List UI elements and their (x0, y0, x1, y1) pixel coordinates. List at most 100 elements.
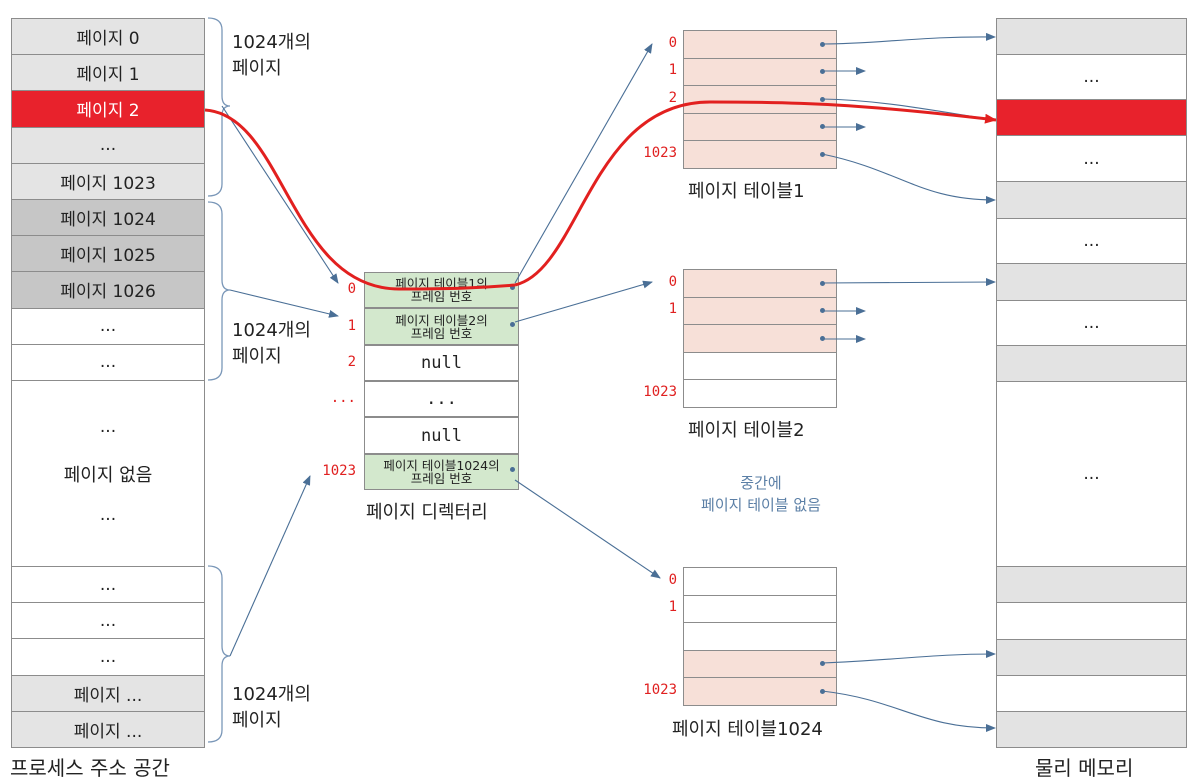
physical-memory-title: 물리 메모리 (1035, 756, 1134, 780)
page-directory-row-label: 페이지 테이블1024의 프레임 번호 (383, 458, 500, 486)
red-path-page2-to-dir0 (204, 108, 516, 291)
arrow-pt1024-3 (821, 650, 996, 664)
address-space-row-label: 페이지 ... (73, 685, 143, 706)
middle-note: 중간에 페이지 테이블 없음 (701, 474, 821, 514)
physical-frame (996, 345, 1187, 382)
group-label-1: 1024개의 페이지 (232, 32, 311, 79)
page-directory-index: 2 (347, 354, 356, 370)
group-label-3: 1024개의 페이지 (232, 684, 311, 731)
page-table-index: 1023 (643, 144, 677, 161)
page-directory-row-label: 페이지 테이블2의 프레임 번호 (395, 312, 488, 341)
page-table-index: 0 (668, 273, 677, 290)
address-space-row-label: ... (99, 646, 117, 667)
physical-frame: ... (996, 218, 1187, 264)
address-space-row: 페이지 1025 (11, 235, 205, 273)
page-table-index: 1023 (643, 383, 677, 400)
physical-frame-label: ... (1083, 67, 1100, 87)
physical-frame-label: ... (1083, 231, 1100, 251)
address-space-row: 페이지 1026 (11, 271, 205, 309)
page-table-index: 1 (668, 599, 677, 616)
physical-frame (996, 181, 1187, 219)
address-space-row-label: 페이지 1026 (60, 282, 156, 303)
page-table-entry (683, 594, 837, 623)
address-space-row-label: ... (99, 316, 117, 337)
physical-frame-label: ... (1083, 148, 1100, 169)
brace-2 (207, 201, 231, 381)
physical-frame (996, 602, 1187, 640)
page-table-entry (683, 57, 837, 86)
page-table-1024-title: 페이지 테이블1024 (672, 719, 823, 740)
address-space-row: 페이지 2 (11, 90, 205, 128)
page-table-entry (683, 324, 837, 353)
physical-frame (996, 18, 1187, 55)
address-space-title: 프로세스 주소 공간 (10, 756, 170, 780)
physical-frame-label: ... (1083, 313, 1100, 333)
address-space-row: 페이지 ... (11, 710, 205, 748)
mapping-arrows (221, 32, 996, 732)
address-space-row: ... (11, 638, 205, 676)
translation-path (204, 100, 997, 291)
address-space-row: ... (11, 602, 205, 640)
group-label-2: 1024개의 페이지 (232, 320, 311, 367)
physical-frame (996, 675, 1187, 712)
address-space-row-label: 페이지 1024 (60, 210, 156, 231)
pointer-dot (820, 335, 825, 341)
address-space-row-label: ... (99, 135, 117, 156)
page-table-entry (683, 677, 837, 706)
page-directory-row: 페이지 테이블1024의 프레임 번호 (364, 454, 519, 490)
address-space-row: 페이지 1023 (11, 162, 205, 200)
pointer-dot (820, 661, 825, 667)
page-directory-row: null (364, 417, 519, 454)
address-space-row: ... (11, 343, 205, 381)
page-table-entry (683, 622, 837, 651)
pointer-dot (510, 285, 515, 290)
arrow-dir1023-to-pt1024 (514, 479, 661, 579)
page-directory-index: 0 (347, 281, 356, 297)
address-space-row-label: 페이지 0 (76, 29, 140, 50)
page-table-2-title: 페이지 테이블2 (688, 420, 805, 441)
address-space-row: 페이지 ... (11, 674, 205, 712)
arrow-group3-to-dir1023 (229, 475, 311, 657)
red-path-dir0-to-pt1-2 (514, 100, 997, 287)
arrow-pt1024-1023 (821, 690, 996, 732)
brace-group (207, 17, 231, 743)
address-space-row-label: 페이지 ... (73, 721, 143, 742)
physical-frame (996, 711, 1187, 748)
address-space-row-label: 페이지 2 (76, 101, 140, 122)
page-directory-title: 페이지 디렉터리 (366, 502, 488, 523)
arrow-pt2-0 (821, 278, 996, 287)
no-page-dots-bottom: ... (99, 505, 117, 525)
address-space-row-label: ... (99, 352, 117, 373)
arrow-pt1-0 (821, 32, 996, 45)
arrow-pt1-1023 (821, 153, 996, 204)
page-directory-index: 1 (347, 317, 356, 334)
page-table-index: 1023 (643, 681, 677, 698)
page-directory-row: ... (364, 381, 519, 417)
no-page-label: 페이지 없음 (63, 465, 153, 486)
physical-frame: ... (996, 381, 1187, 567)
physical-frame: ... (996, 135, 1187, 182)
page-directory-index: ... (330, 390, 356, 406)
page-table-1-title: 페이지 테이블1 (688, 181, 805, 202)
page-table-entry (683, 351, 837, 380)
page-table-index: 2 (668, 89, 677, 106)
page-directory-row-label: null (421, 425, 462, 446)
address-space-row: 페이지 1024 (11, 199, 205, 237)
page-table-index: 1 (668, 62, 677, 79)
pointer-dot (510, 467, 515, 472)
address-space-row-label: 페이지 1023 (60, 173, 156, 194)
arrow-group2-to-dir1 (229, 289, 339, 318)
address-space-row-label: ... (99, 610, 117, 631)
page-directory-row: null (364, 345, 519, 381)
arrow-group1-to-dir0 (221, 105, 339, 284)
page-table-index: 1 (668, 301, 677, 318)
address-space-row-label: 페이지 1025 (60, 246, 156, 267)
address-space-row-label: 페이지 1 (76, 65, 140, 86)
brace-3 (207, 565, 231, 743)
address-space-row: 페이지 0 (11, 18, 205, 56)
address-space-row-label: ... (99, 574, 117, 595)
physical-frame: ... (996, 300, 1187, 346)
page-table-index: 0 (668, 34, 677, 51)
no-page-dots-top: ... (99, 417, 117, 437)
